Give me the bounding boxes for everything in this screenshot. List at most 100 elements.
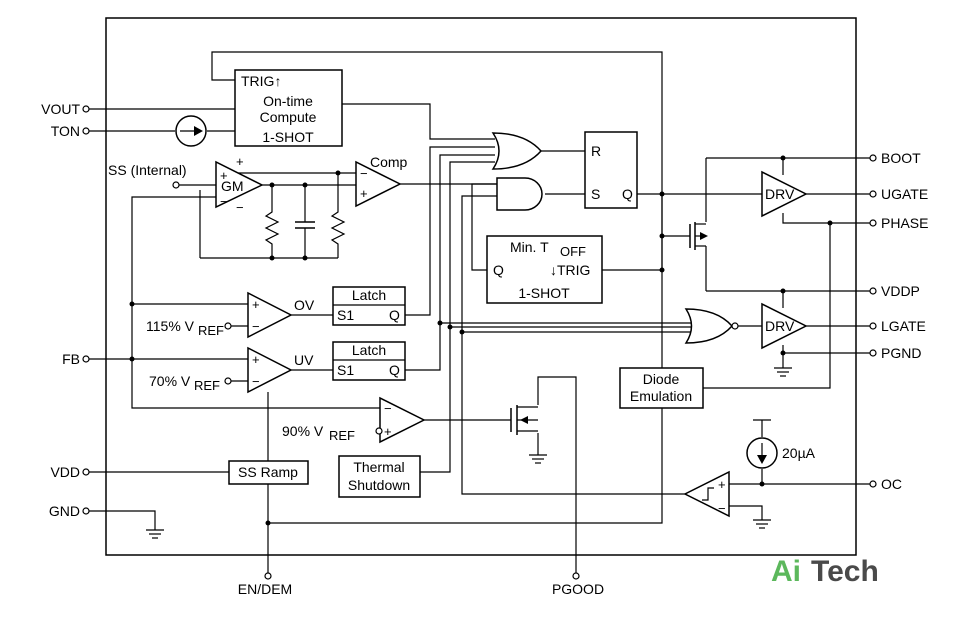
svg-text:70% V: 70% V [149, 373, 191, 389]
pin-boot: BOOT [881, 150, 921, 166]
pin-phase: PHASE [881, 215, 928, 231]
svg-text:REF: REF [194, 378, 220, 393]
or-gate-top [491, 132, 543, 170]
svg-text:Latch: Latch [352, 287, 386, 303]
svg-text:+: + [236, 154, 244, 169]
svg-text:+: + [718, 477, 726, 492]
svg-text:DRV: DRV [765, 186, 795, 202]
ss-ramp-block: SS Ramp [228, 460, 309, 485]
rs-flip-flop: R S Q [584, 131, 638, 209]
min-toff-oneshot: Min. T OFF Q ↓TRIG 1-SHOT [486, 235, 603, 304]
svg-text:TRIG↑: TRIG↑ [241, 73, 281, 89]
svg-text:+: + [384, 424, 392, 439]
svg-text:GM: GM [221, 178, 244, 194]
current-source-20ua [746, 437, 778, 469]
pin-oc: OC [881, 476, 902, 492]
svg-text:+: + [360, 186, 368, 201]
svg-text:OV: OV [294, 297, 315, 313]
left-pins: VOUT TON FB VDD GND [41, 101, 90, 519]
svg-text:Shutdown: Shutdown [348, 477, 410, 493]
ton-current-source [175, 115, 207, 147]
svg-text:REF: REF [329, 428, 355, 443]
pin-vout: VOUT [41, 101, 80, 117]
low-side-driver: DRV [761, 302, 808, 350]
svg-text:1-SHOT: 1-SHOT [518, 285, 570, 301]
pin-fb: FB [62, 351, 80, 367]
comp-comparator: − + Comp [355, 154, 408, 208]
svg-text:1-SHOT: 1-SHOT [262, 129, 314, 145]
svg-text:S: S [591, 186, 600, 202]
pin-vdd: VDD [50, 464, 80, 480]
svg-text:+: + [252, 297, 260, 312]
pin-gnd: GND [49, 503, 80, 519]
chip-boundary [105, 17, 857, 556]
svg-text:S1: S1 [337, 362, 354, 378]
pin-ugate: UGATE [881, 186, 928, 202]
svg-text:−: − [252, 319, 260, 334]
aitech-logo: Ai Tech [771, 555, 879, 588]
internal-labels: SS (Internal) 115% V REF 70% V REF 90% V… [108, 162, 816, 461]
oc-comparator: + − [683, 470, 730, 518]
gm-amplifier: GM + − + − [215, 154, 264, 215]
svg-text:+: + [220, 168, 228, 183]
rc-network [262, 205, 348, 250]
svg-text:Q: Q [622, 186, 633, 202]
svg-text:↓TRIG: ↓TRIG [550, 262, 590, 278]
pgood-comparator: − + [379, 396, 426, 444]
svg-text:Comp: Comp [370, 154, 408, 170]
svg-text:Q: Q [389, 307, 400, 323]
svg-text:−: − [236, 200, 244, 215]
svg-text:Tech: Tech [811, 555, 879, 588]
ss-internal-label: SS (Internal) [108, 162, 187, 178]
pgood-nmos [510, 405, 538, 435]
svg-text:Ai: Ai [771, 555, 801, 588]
high-side-driver: DRV [761, 170, 808, 218]
nor-gate [684, 308, 739, 344]
and-gate [496, 177, 543, 211]
pin-pgnd: PGND [881, 345, 921, 361]
svg-text:+: + [252, 352, 260, 367]
svg-text:REF: REF [198, 323, 224, 338]
current-source-label: 20µA [782, 445, 816, 461]
pin-pgood: PGOOD [552, 581, 604, 597]
svg-text:UV: UV [294, 352, 314, 368]
on-time-oneshot: TRIG↑ On-time Compute 1-SHOT [234, 69, 343, 147]
svg-text:S1: S1 [337, 307, 354, 323]
svg-text:Q: Q [389, 362, 400, 378]
pin-vddp: VDDP [881, 283, 920, 299]
svg-text:OFF: OFF [560, 244, 586, 259]
pin-ton: TON [51, 123, 80, 139]
svg-text:−: − [360, 166, 368, 181]
pmos-transistor [689, 222, 708, 250]
pin-lgate: LGATE [881, 318, 926, 334]
svg-text:−: − [718, 501, 726, 516]
svg-text:DRV: DRV [765, 318, 795, 334]
wiring [89, 51, 870, 573]
ov-comparator: + − OV [247, 291, 315, 339]
svg-text:Diode: Diode [643, 371, 680, 387]
ground-symbols [146, 367, 792, 539]
svg-text:−: − [384, 401, 392, 416]
pin-en-dem: EN/DEM [238, 581, 292, 597]
bottom-pins: EN/DEM PGOOD [238, 572, 604, 597]
svg-text:115% V: 115% V [146, 318, 195, 334]
svg-text:Min. T: Min. T [510, 239, 549, 255]
diode-emulation-block: Diode Emulation [619, 367, 704, 409]
svg-text:On-time: On-time [263, 93, 313, 109]
svg-text:Latch: Latch [352, 342, 386, 358]
latch-uv: Latch S1 Q [332, 341, 406, 381]
svg-text:R: R [591, 143, 601, 159]
svg-text:−: − [220, 194, 228, 209]
svg-text:Thermal: Thermal [353, 459, 404, 475]
svg-text:90% V: 90% V [282, 423, 324, 439]
uv-comparator: + − UV [247, 346, 314, 394]
thermal-shutdown-block: Thermal Shutdown [338, 455, 421, 498]
right-pins: BOOT UGATE PHASE VDDP LGATE PGND OC [869, 150, 928, 492]
svg-text:SS Ramp: SS Ramp [238, 464, 298, 480]
latch-ov: Latch S1 Q [332, 286, 406, 326]
svg-text:−: − [252, 374, 260, 389]
svg-text:Compute: Compute [260, 109, 317, 125]
svg-text:Q: Q [493, 262, 504, 278]
svg-text:Emulation: Emulation [630, 388, 692, 404]
